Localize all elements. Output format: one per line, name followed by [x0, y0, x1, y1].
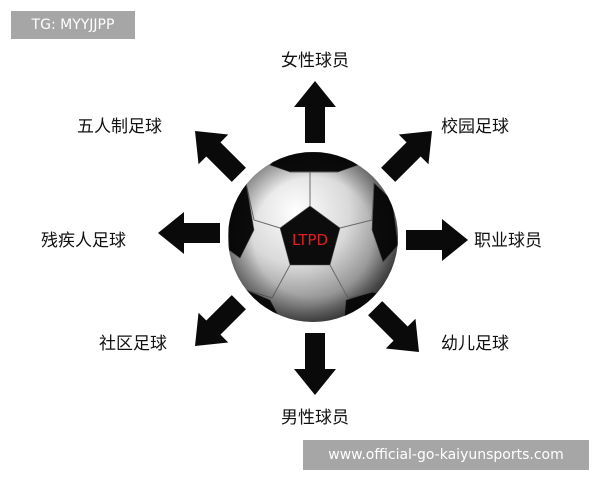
- node-label-futsal: 五人制足球: [77, 117, 162, 137]
- node-label-school-football: 校园足球: [441, 117, 509, 137]
- soccer-ball: LTPD: [228, 152, 398, 322]
- arrow-nw: [180, 116, 254, 190]
- arrow-ne: [373, 116, 447, 190]
- arrow-s: [294, 333, 336, 395]
- watermark-bottom: www.official-go-kaiyunsports.com: [303, 440, 589, 470]
- ltpd-label: LTPD: [292, 231, 328, 249]
- node-label-professional-players: 职业球员: [474, 231, 542, 251]
- watermark-top: TG: MYYJJPP: [11, 11, 135, 39]
- node-label-men-players: 男性球员: [281, 408, 349, 428]
- node-label-disability-football: 残疾人足球: [41, 231, 126, 251]
- node-label-women-players: 女性球员: [281, 51, 349, 71]
- arrow-se: [360, 293, 434, 367]
- arrow-e: [406, 219, 468, 261]
- arrow-w: [158, 212, 220, 254]
- node-label-community-football: 社区足球: [99, 334, 167, 354]
- arrow-sw: [180, 287, 254, 361]
- arrow-n: [294, 81, 336, 143]
- node-label-kids-football: 幼儿足球: [441, 334, 509, 354]
